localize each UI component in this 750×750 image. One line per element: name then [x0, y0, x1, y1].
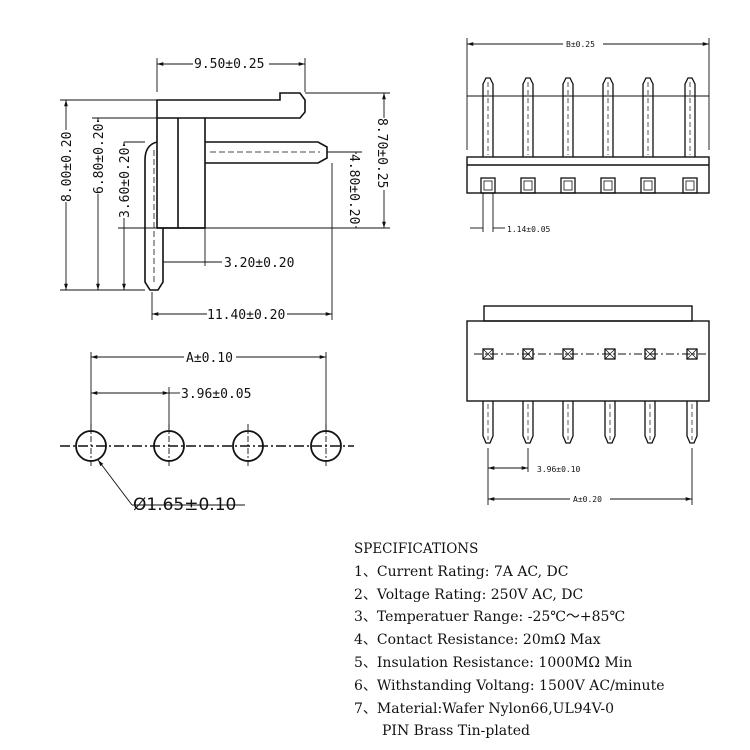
top-pin	[560, 77, 576, 194]
dim-overall-length: 11.40±0.20	[207, 308, 285, 323]
dim-pin-width: 1.14±0.05	[507, 225, 551, 234]
spec-item: 3、Temperatuer Range: -25℃～+85℃	[354, 609, 626, 626]
top-pin	[520, 77, 536, 194]
top-pin	[480, 77, 496, 194]
front-pin	[644, 348, 656, 444]
dim-inner-height: 6.80±0.20	[92, 124, 107, 194]
spec-item: 2、Voltage Rating: 250V AC, DC	[354, 586, 584, 603]
dim-front-overall: A±0.20	[573, 495, 602, 504]
front-pin	[562, 348, 574, 444]
top-pin	[640, 77, 656, 194]
dim-front-pitch: 3.96±0.10	[537, 465, 581, 474]
top-pin	[600, 77, 616, 194]
dim-hole-diameter: Ø1.65±0.10	[133, 495, 236, 515]
front-view-pins	[482, 348, 698, 444]
horizontal-pin	[205, 141, 328, 164]
specifications-block: SPECIFICATIONS 1、Current Rating: 7A AC, …	[354, 538, 744, 743]
dim-footprint-overall: A±0.10	[186, 351, 233, 366]
spec-item: 1、Current Rating: 7A AC, DC	[354, 563, 569, 580]
dim-overall-height: 8.00±0.20	[60, 132, 75, 202]
front-view	[466, 305, 710, 402]
dim-top-overall: B±0.25	[566, 40, 595, 49]
front-pin	[686, 348, 698, 444]
side-view	[144, 92, 328, 291]
dim-pin-height: 4.80±0.20	[346, 154, 361, 224]
spec-item: 5、Insulation Resistance: 1000MΩ Min	[354, 654, 633, 671]
housing-outline	[156, 92, 306, 229]
bent-tail-pin	[144, 141, 164, 291]
top-pin	[682, 77, 698, 194]
spec-item-continuation: PIN Brass Tin-plated	[382, 723, 531, 740]
side-view-dimensions	[60, 58, 390, 320]
top-view-pins	[480, 77, 698, 194]
front-pin	[482, 348, 494, 444]
specifications-title: SPECIFICATIONS	[354, 541, 479, 557]
dim-right-height: 8.70±0.25	[374, 118, 389, 188]
dim-tail-offset: 3.20±0.20	[224, 256, 294, 271]
spec-item: 6、Withstanding Voltang: 1500V AC/minute	[354, 677, 665, 694]
front-pin	[604, 348, 616, 444]
footprint-dimensions	[90, 352, 327, 506]
front-pin	[522, 348, 534, 444]
dim-top-width: 9.50±0.25	[194, 57, 264, 72]
top-view-dimensions	[466, 38, 710, 232]
spec-item: 7、Material:Wafer Nylon66,UL94V-0	[354, 700, 615, 717]
footprint-hole	[232, 424, 264, 468]
top-view	[466, 95, 710, 194]
dim-footprint-pitch: 3.96±0.05	[181, 387, 251, 402]
dim-tail-height: 3.60±0.20	[118, 148, 133, 218]
spec-item: 4、Contact Resistance: 20mΩ Max	[354, 632, 601, 649]
